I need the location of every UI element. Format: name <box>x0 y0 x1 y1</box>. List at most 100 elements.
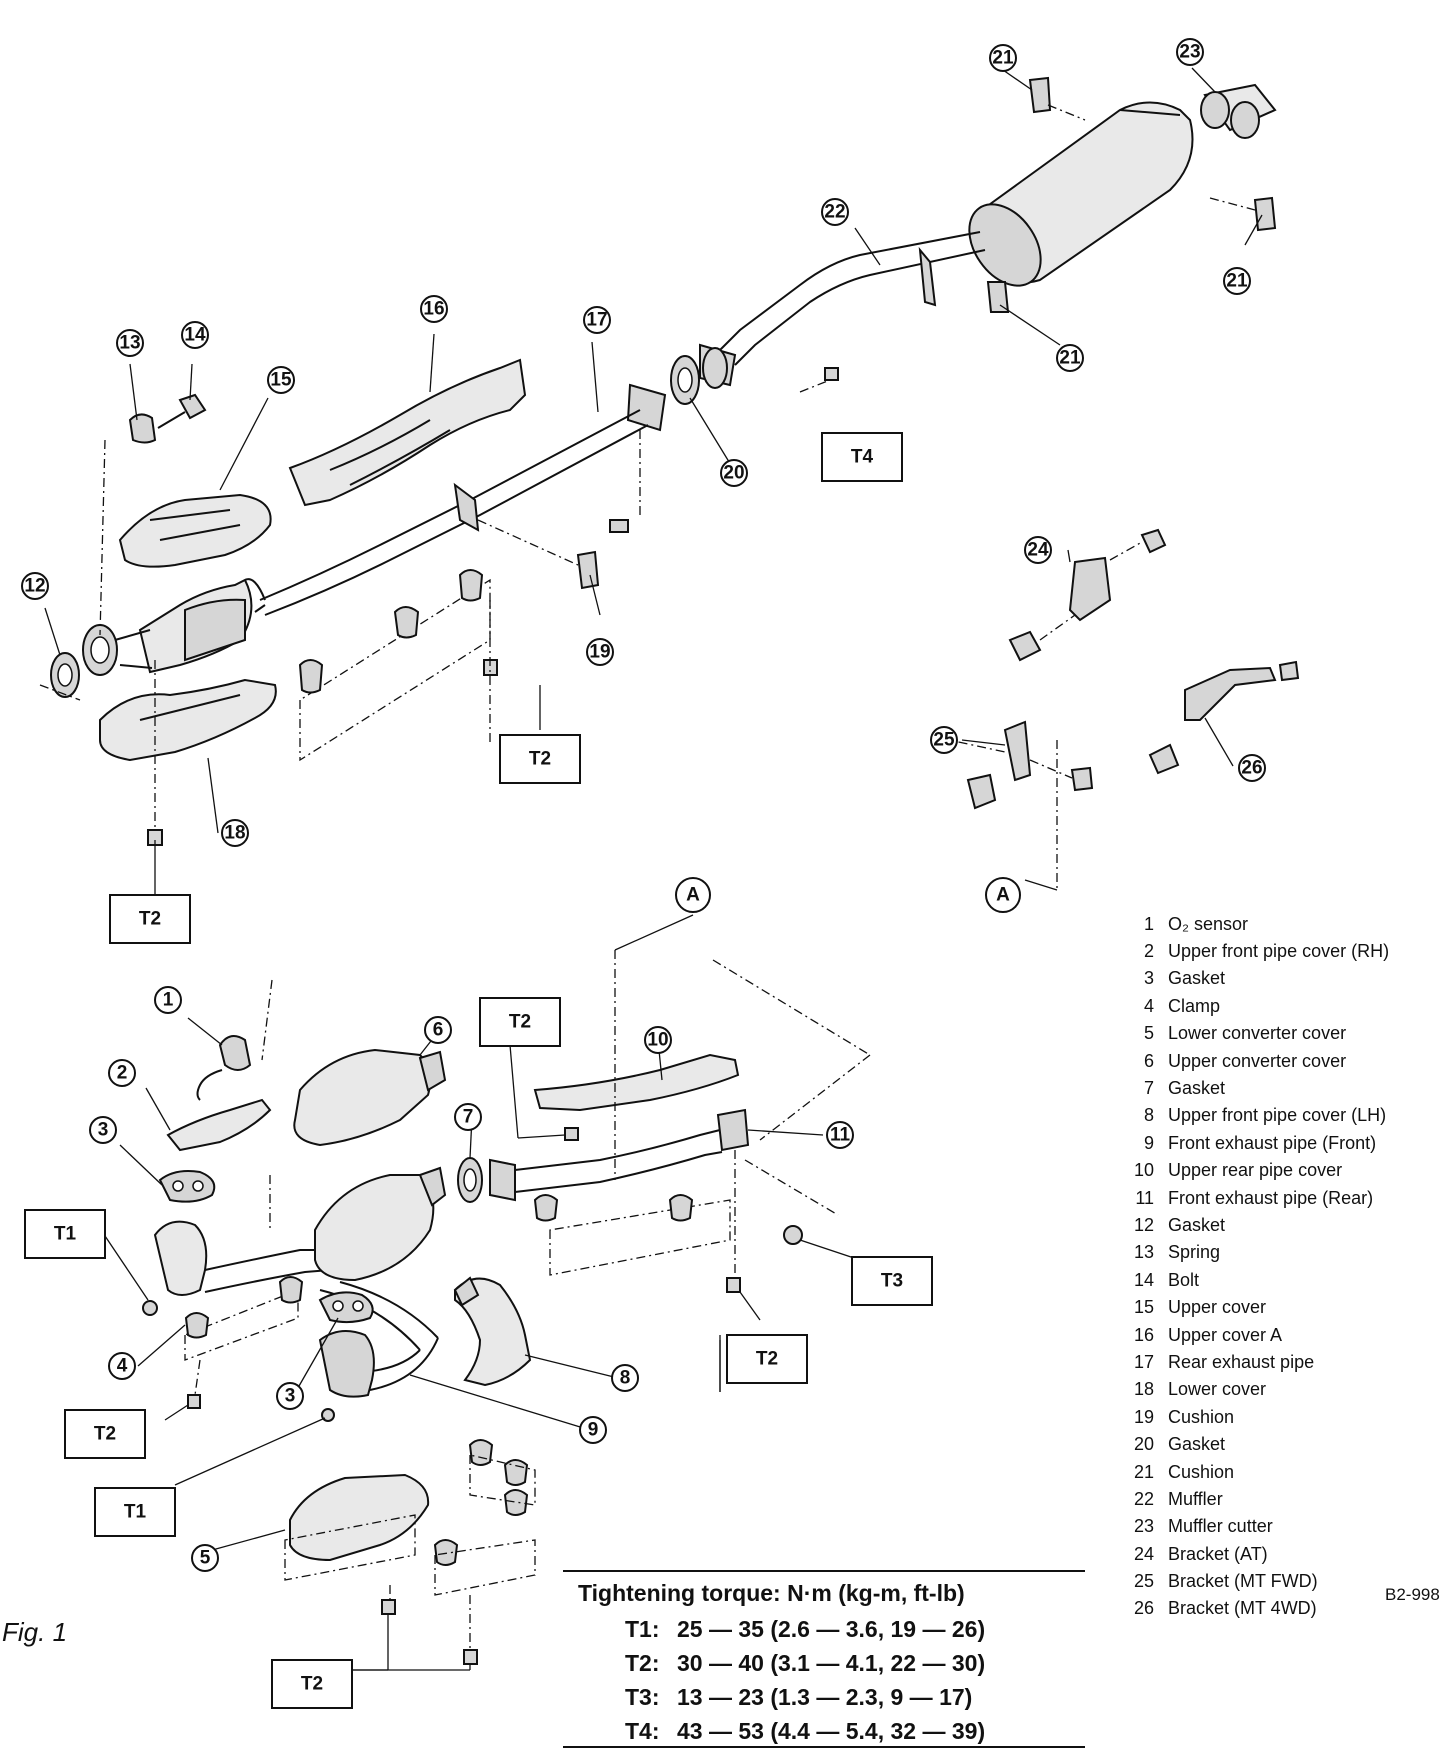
upper-front-pipe-cover-lh <box>454 1277 532 1387</box>
svg-text:4: 4 <box>117 1356 128 1377</box>
legend-part-name: Muffler <box>1168 1488 1223 1509</box>
nut-t3 <box>783 1225 803 1245</box>
svg-text:1: 1 <box>163 990 174 1011</box>
bolt-t2-cover10 <box>564 1127 579 1141</box>
legend-part-name: Bracket (MT 4WD) <box>1168 1598 1317 1619</box>
cushion-19 <box>576 550 600 590</box>
legend-item: 20 Gasket <box>1118 1430 1456 1457</box>
upper-cover-15 <box>118 493 272 568</box>
callout-24: 24 <box>1024 536 1052 564</box>
legend-number: 9 <box>1143 1132 1154 1153</box>
legend-part-name: Bracket (AT) <box>1168 1543 1268 1564</box>
legend-item: 25 Bracket (MT FWD) <box>1118 1567 1456 1594</box>
callout-21-right: 21 <box>1223 267 1251 295</box>
legend-number: 3 <box>1143 968 1154 989</box>
clamp-4-left <box>184 1312 210 1339</box>
svg-text:T2: T2 <box>509 1012 531 1033</box>
o2-sensor <box>196 979 273 1101</box>
legend-part-name: Lower converter cover <box>1168 1023 1347 1044</box>
legend-number: 18 <box>1133 1379 1154 1400</box>
callout-2: 2 <box>108 1059 136 1087</box>
torque-row-value: 13 — 23 (1.3 — 2.3, 9 — 17) <box>677 1683 973 1710</box>
bolt-14 <box>178 393 207 420</box>
bracket-25 <box>939 720 1094 810</box>
front-exhaust-pipe-front <box>153 1220 439 1398</box>
legend-number: 16 <box>1133 1324 1154 1345</box>
callout-23: 23 <box>1176 38 1204 66</box>
legend-number: 20 <box>1133 1434 1154 1455</box>
torque-row-label: T2: <box>625 1649 660 1676</box>
svg-text:6: 6 <box>433 1020 444 1041</box>
svg-text:7: 7 <box>463 1107 474 1128</box>
svg-text:13: 13 <box>119 333 140 354</box>
legend-part-name: O₂ sensor <box>1168 913 1249 934</box>
svg-text:19: 19 <box>589 642 610 663</box>
callout-21-lower: 21 <box>1056 344 1084 372</box>
callout-14: 14 <box>181 321 209 349</box>
svg-text:21: 21 <box>1226 271 1248 292</box>
callout-16: 16 <box>420 295 448 323</box>
torque-row-t4: T4:43 — 53 (4.4 — 5.4, 32 — 39) <box>625 1714 1085 1748</box>
bolt-t2-rear <box>726 1277 741 1293</box>
legend-number: 17 <box>1133 1351 1154 1372</box>
callout-15: 15 <box>267 366 295 394</box>
callout-19: 19 <box>586 638 614 666</box>
callout-12: 12 <box>21 572 49 600</box>
svg-text:T2: T2 <box>94 1424 116 1445</box>
bracket-26 <box>1148 660 1300 775</box>
legend-number: 13 <box>1133 1242 1154 1263</box>
bolt-t2-lower-right <box>463 1649 478 1665</box>
legend-part-name: Gasket <box>1168 1214 1226 1235</box>
callout-20: 20 <box>720 459 748 487</box>
torque-row-label: T1: <box>625 1615 660 1642</box>
legend-number: 19 <box>1133 1406 1154 1427</box>
legend-number: 25 <box>1133 1571 1154 1592</box>
torque-row-t3: T3:13 — 23 (1.3 — 2.3, 9 — 17) <box>625 1680 1085 1714</box>
clamp-lower-d <box>433 1539 459 1566</box>
torque-box-t2-lower-left: T2 <box>64 1409 146 1459</box>
torque-box-t3: T3 <box>851 1256 933 1306</box>
bolt-t2-upper-left <box>147 829 163 846</box>
legend-number: 2 <box>1143 941 1154 962</box>
callout-18: 18 <box>221 819 249 847</box>
clamp-lower-c <box>503 1489 529 1516</box>
svg-text:25: 25 <box>933 730 955 751</box>
svg-text:2: 2 <box>117 1063 128 1084</box>
svg-text:23: 23 <box>1179 42 1200 63</box>
legend-part-name: Gasket <box>1168 1434 1226 1455</box>
legend-part-name: Bracket (MT FWD) <box>1168 1571 1318 1592</box>
clamp-4-right <box>278 1276 304 1304</box>
spring-13 <box>128 413 157 444</box>
bolt-t2-lower-left <box>187 1394 201 1409</box>
legend-part-name: Upper converter cover <box>1168 1050 1347 1071</box>
legend-part-name: Upper front pipe cover (LH) <box>1168 1105 1387 1126</box>
legend-part-name: Bolt <box>1168 1269 1200 1290</box>
svg-text:15: 15 <box>270 370 292 391</box>
legend-part-name: Upper rear pipe cover <box>1168 1160 1343 1181</box>
callout-3-middle: 3 <box>276 1382 304 1410</box>
callout-7: 7 <box>454 1103 482 1131</box>
svg-text:12: 12 <box>24 576 45 597</box>
torque-box-t2-upper-left: T2 <box>109 894 191 944</box>
callout-26: 26 <box>1238 754 1266 782</box>
legend-number: 24 <box>1133 1543 1154 1564</box>
muffler-cutter <box>1200 83 1277 139</box>
callout-5: 5 <box>191 1544 219 1572</box>
svg-text:A: A <box>996 885 1010 906</box>
legend-number: 23 <box>1133 1516 1154 1537</box>
svg-text:T3: T3 <box>881 1271 903 1292</box>
catalytic-converter <box>314 1174 435 1282</box>
legend-part-name: Gasket <box>1168 1078 1226 1099</box>
callout-21-top: 21 <box>989 44 1017 72</box>
svg-text:11: 11 <box>830 1125 851 1146</box>
